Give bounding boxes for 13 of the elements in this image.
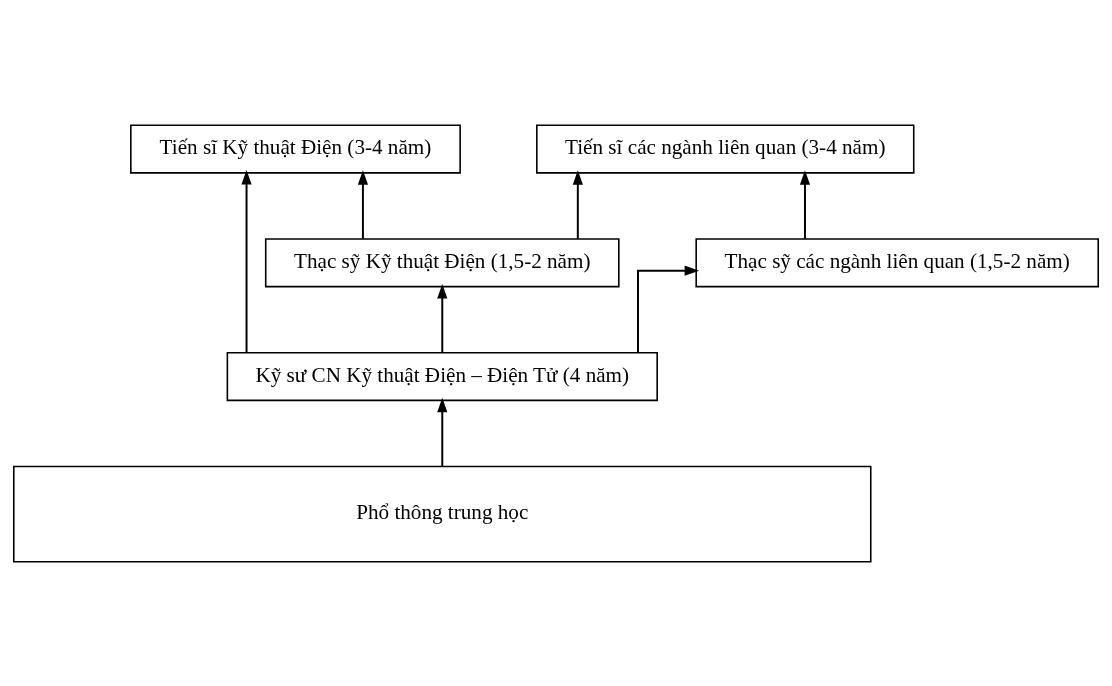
node-box: Kỹ sư CN Kỹ thuật Điện – Điện Tử (4 năm) [226, 351, 658, 401]
arrow [357, 169, 368, 240]
node-box: Tiến sĩ Kỹ thuật Điện (3-4 năm) [130, 124, 461, 174]
arrow [437, 397, 448, 467]
node-box: Thạc sỹ các ngành liên quan (1,5-2 năm) [695, 237, 1099, 287]
arrow [799, 169, 811, 240]
node-box: Tiến sĩ các ngành liên quan (3-4 năm) [536, 124, 915, 174]
arrow [572, 169, 583, 240]
node-box: Phổ thông trung học [13, 465, 872, 562]
node-box: Thạc sỹ Kỹ thuật Điện (1,5-2 năm) [264, 237, 620, 287]
arrow [637, 265, 700, 354]
arrow [241, 169, 252, 354]
arrow [437, 283, 448, 353]
